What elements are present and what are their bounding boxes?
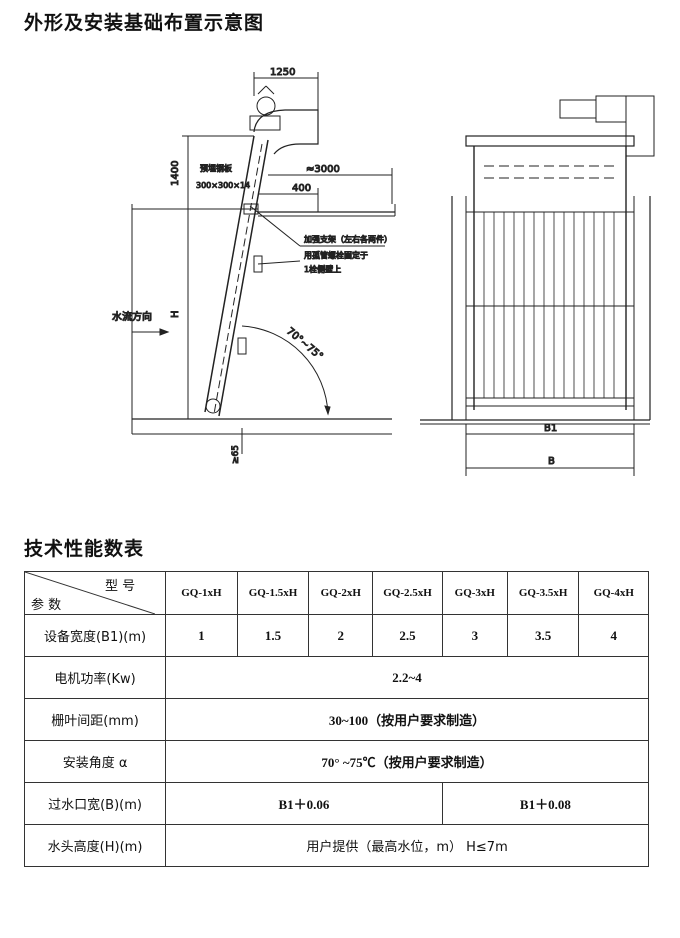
table-row-gap: 栅叶间距(mm) 30~100（按用户要求制造）	[23, 698, 649, 741]
corner-top-label: 型 号	[105, 579, 136, 594]
brace-note-1: 用孤管螺栓固定于	[304, 250, 368, 260]
row-label: 水头高度(H)(m)	[23, 824, 167, 867]
outlet-cell-a: B1＋0.06	[165, 782, 443, 825]
table-row-head: 水头高度(H)(m) 用户提供（最高水位，m） H≤7m	[23, 824, 649, 867]
brace-note-2: 1栓侧壁上	[304, 264, 341, 274]
width-cell: 3	[441, 614, 508, 657]
dim-b-label: B	[548, 456, 555, 467]
dim-65-label: ≥65	[231, 445, 241, 464]
table-row-width: 设备宽度(B1)(m) 1 1.5 2 2.5 3 3.5 4	[23, 614, 649, 657]
corner-cell: 型 号 参 数	[23, 571, 167, 615]
width-cell: 4	[578, 614, 649, 657]
power-cell: 2.2~4	[165, 656, 649, 699]
corner-bottom-label: 参 数	[31, 598, 62, 613]
model-cell: GQ-4xH	[578, 571, 649, 615]
width-cell: 1	[165, 614, 238, 657]
row-label: 栅叶间距(mm)	[23, 698, 167, 741]
row-label: 过水口宽(B)(m)	[23, 782, 167, 825]
table-row-angle: 安装角度 α 70° ~75℃（按用户要求制造）	[23, 740, 649, 783]
model-cell: GQ-1.5xH	[236, 571, 310, 615]
head-cell: 用户提供（最高水位，m） H≤7m	[165, 824, 649, 867]
front-view	[420, 95, 655, 476]
dim-b1-label: B1	[544, 423, 557, 434]
table-heading: 技术性能数表	[24, 538, 145, 560]
side-view	[131, 72, 396, 454]
width-cell: 3.5	[506, 614, 580, 657]
angle-label: 70°~75°	[284, 326, 325, 363]
plate-label: 预埋钢板	[200, 163, 232, 173]
model-cell: GQ-2xH	[308, 571, 374, 615]
width-cell: 2.5	[372, 614, 443, 657]
row-label: 安装角度 α	[23, 740, 167, 783]
layout-heading: 外形及安装基础布置示意图	[24, 12, 265, 34]
table-row-power: 电机功率(Kw) 2.2~4	[23, 656, 649, 699]
table-row-outlet: 过水口宽(B)(m) B1＋0.06 B1＋0.08	[23, 782, 650, 825]
plate-size-label: 300×300×14	[196, 181, 250, 190]
rake-bars	[483, 212, 615, 398]
installation-drawing: 1250 1400 ≈3000 400 预埋钢板 300×300×14 加强支架…	[112, 67, 655, 476]
dim-3000-label: ≈3000	[306, 164, 340, 175]
angle-cell: 70° ~75℃（按用户要求制造）	[165, 740, 649, 783]
outlet-cell-b: B1＋0.08	[441, 782, 650, 825]
width-cell: 1.5	[236, 614, 310, 657]
gap-cell: 30~100（按用户要求制造）	[165, 698, 649, 741]
brace-label: 加强支架（左右各两件）	[304, 234, 392, 244]
row-label: 电机功率(Kw)	[23, 656, 167, 699]
model-cell: GQ-3.5xH	[506, 571, 580, 615]
model-cell: GQ-1xH	[165, 571, 238, 615]
width-cell: 2	[308, 614, 374, 657]
row-label: 设备宽度(B1)(m)	[23, 614, 167, 657]
dim-h-label: H	[170, 310, 181, 318]
dim-400-label: 400	[292, 183, 311, 194]
dim-1250-label: 1250	[270, 67, 295, 78]
flow-direction-label: 水流方向	[112, 310, 152, 323]
model-cell: GQ-3xH	[441, 571, 508, 615]
dim-1400-label: 1400	[170, 161, 181, 186]
spec-table: 型 号 参 数 GQ-1xH GQ-1.5xH GQ-2xH GQ-2.5xH …	[23, 571, 650, 867]
model-cell: GQ-2.5xH	[372, 571, 443, 615]
table-header-row: 型 号 参 数 GQ-1xH GQ-1.5xH GQ-2xH GQ-2.5xH …	[23, 571, 649, 615]
